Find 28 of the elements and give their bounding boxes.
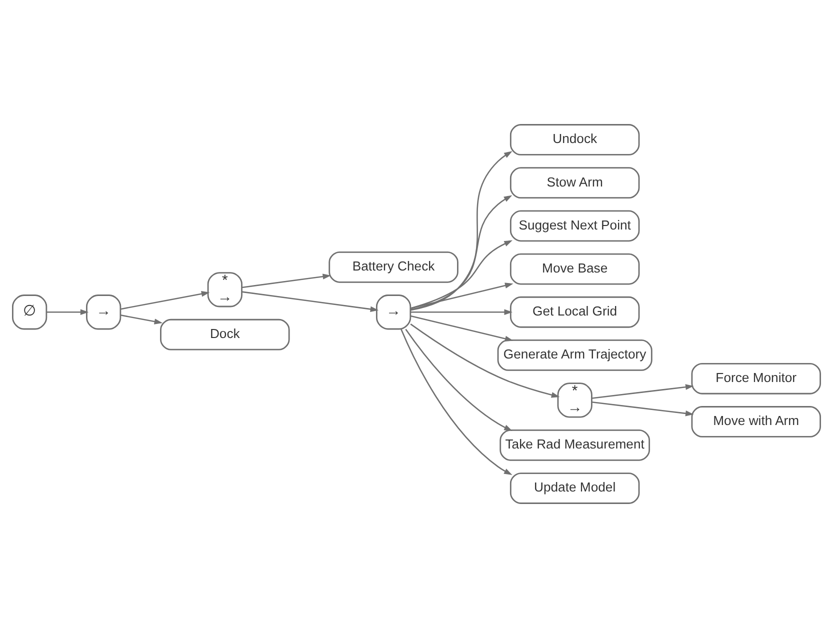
arrow xyxy=(410,324,560,398)
node-box: Suggest Next Point xyxy=(510,210,640,242)
arrow xyxy=(400,328,512,476)
arrow xyxy=(242,291,379,312)
node-box: Generate Arm Trajectory xyxy=(497,340,652,371)
arrow xyxy=(410,282,514,309)
arrow xyxy=(405,328,512,431)
node-box: Dock xyxy=(160,318,290,350)
arrow xyxy=(410,315,514,342)
node-box: Stow Arm xyxy=(510,167,640,199)
arrow xyxy=(592,402,694,416)
node-box: Undock xyxy=(510,124,640,156)
arrow xyxy=(410,240,512,309)
arrow xyxy=(410,151,512,311)
arrow xyxy=(410,309,512,316)
arrow xyxy=(120,314,163,324)
node-box: Battery Check xyxy=(328,251,458,283)
node-box: Move with Arm xyxy=(691,406,821,438)
arrow xyxy=(592,384,694,399)
node-box: Get Local Grid xyxy=(510,296,640,328)
node-box: Force Monitor xyxy=(691,362,821,394)
arrow xyxy=(242,274,331,288)
node-box: Take Rad Measurement xyxy=(500,429,650,461)
arrow xyxy=(120,291,210,310)
arrow xyxy=(410,195,512,310)
node-box: Move Base xyxy=(510,253,640,285)
arrow xyxy=(46,309,89,316)
node-box: Update Model xyxy=(510,472,640,504)
